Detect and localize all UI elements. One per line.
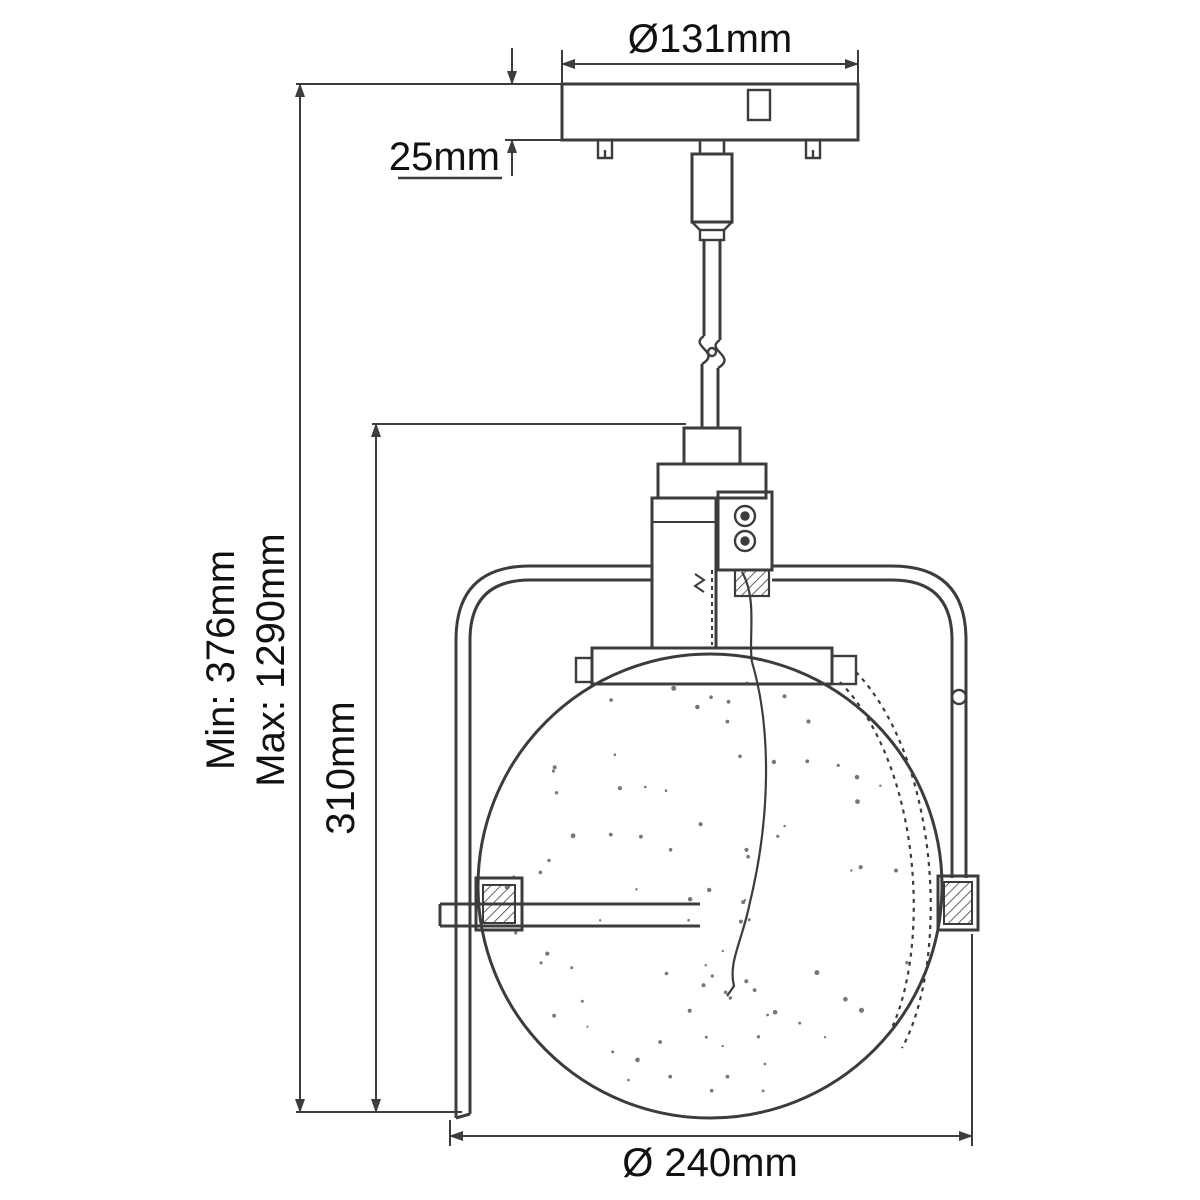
socket-body	[650, 490, 774, 650]
dimensions	[295, 48, 973, 1146]
mounting-tabs	[596, 140, 822, 160]
glass-globe	[476, 571, 944, 1120]
max-height-label: Max: 1290mm	[249, 533, 293, 786]
globe-diameter-label: Ø 240mm	[622, 1141, 798, 1185]
dim-globe-diameter	[449, 934, 973, 1146]
canopy-depth-label: 25mm	[389, 135, 500, 179]
cage-frame	[438, 564, 980, 1120]
stem-assembly	[656, 138, 768, 500]
dim-drop-height	[371, 423, 686, 1113]
dim-overall-height	[295, 83, 562, 1113]
ceiling-canopy	[560, 82, 860, 160]
fixture-drawing	[438, 82, 980, 1120]
drop-height-label: 310mm	[319, 701, 363, 834]
seeded-glass-speckles	[504, 681, 909, 1093]
min-height-label: Min: 376mm	[199, 550, 243, 770]
inner-wire	[726, 571, 768, 997]
dim-canopy-diameter	[561, 50, 859, 84]
canopy-diameter-label: Ø131mm	[628, 17, 793, 61]
cage-crossbar	[438, 874, 980, 932]
terminal-screws	[733, 504, 757, 553]
glass-holder	[574, 646, 858, 686]
dim-canopy-depth	[398, 48, 562, 180]
rod-break-symbol	[698, 334, 726, 370]
